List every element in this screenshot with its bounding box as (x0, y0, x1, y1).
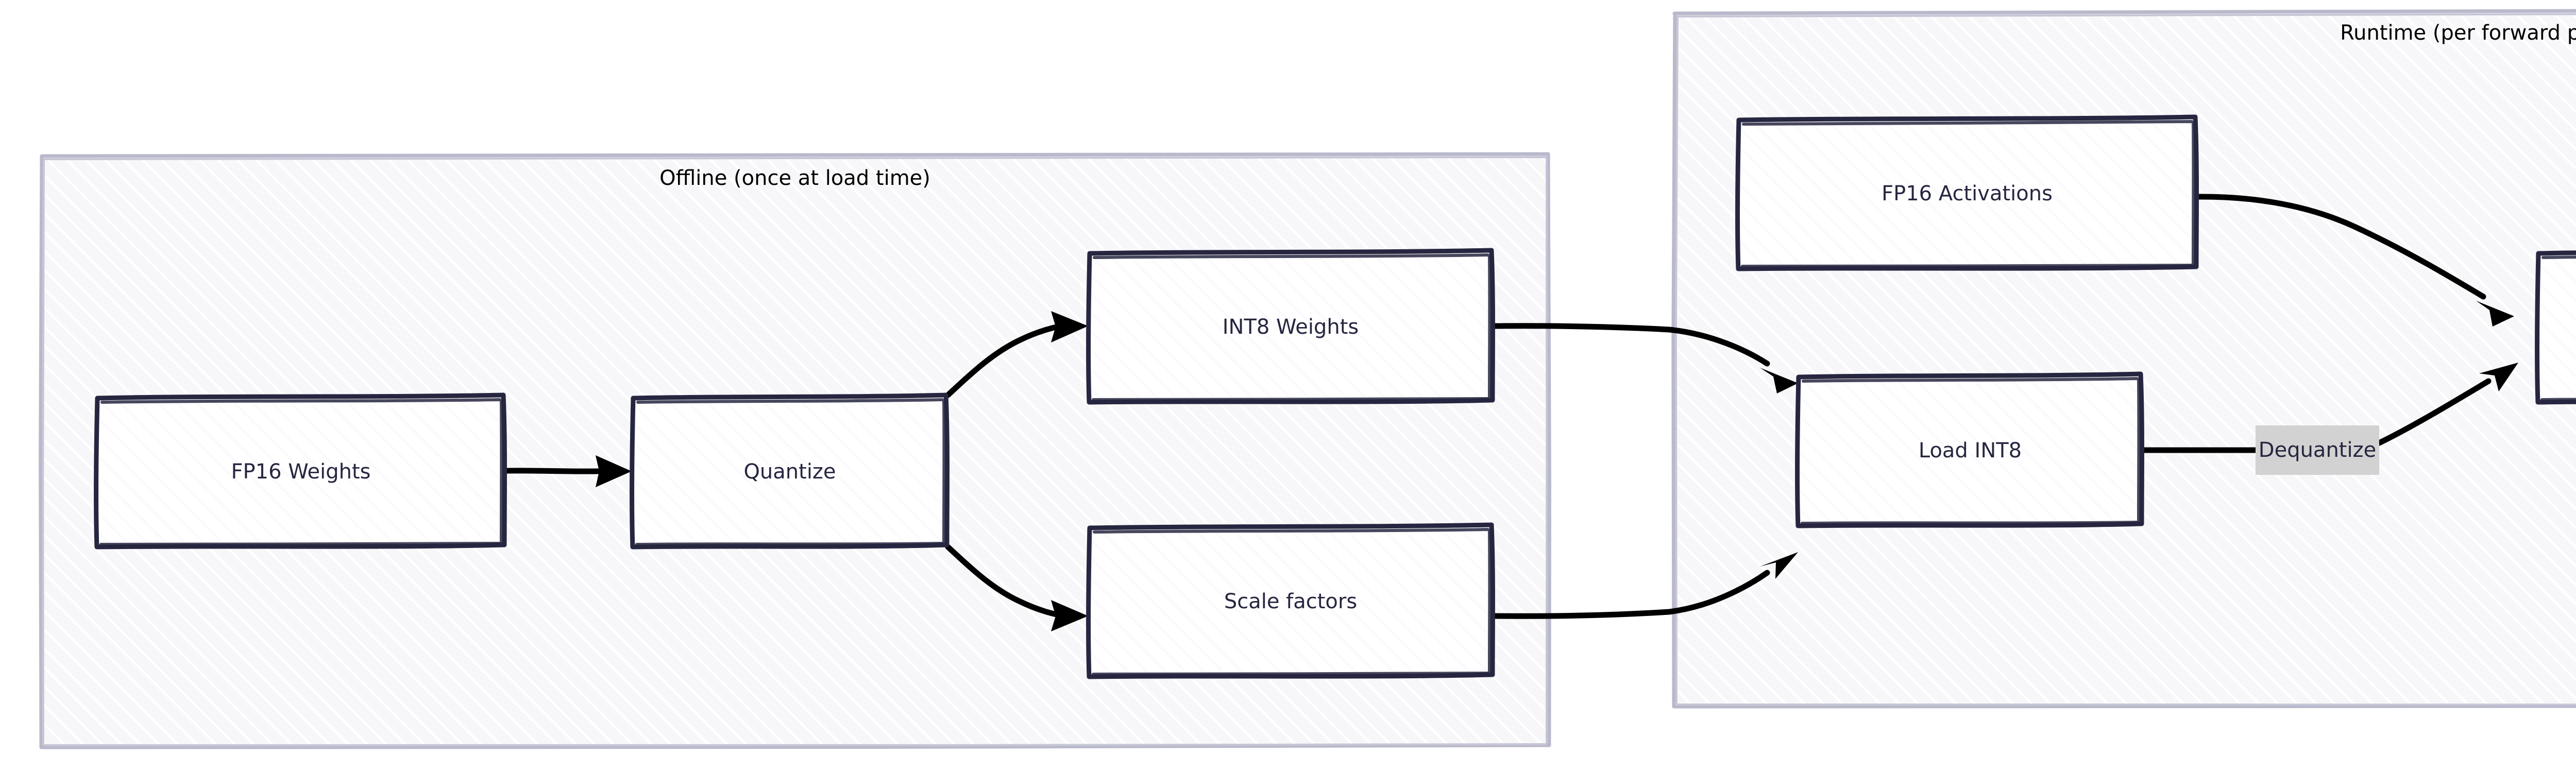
edge-load-int8-to-matmul (2139, 363, 2518, 453)
node-fp16-weights[interactable]: FP16 Weights (93, 392, 507, 550)
node-fp16-activations[interactable]: FP16 Activations (1735, 114, 2199, 271)
edge-fp16-weights-to-quantize (502, 455, 632, 487)
node-matmul[interactable]: Matmul (2534, 250, 2576, 405)
node-label-int8-weights: INT8 Weights (1223, 315, 1359, 339)
cluster-runtime: Runtime (per forward pass) (1671, 9, 2576, 709)
node-label-quantize: Quantize (743, 460, 836, 484)
edge-fp16-activations-to-matmul (2194, 194, 2514, 327)
node-int8-weights[interactable]: INT8 Weights (1086, 248, 1495, 405)
node-label-fp16-weights: FP16 Weights (231, 460, 371, 484)
node-label-load-int8: Load INT8 (1919, 439, 2022, 462)
node-load-int8[interactable]: Load INT8 (1794, 371, 2144, 528)
node-label-fp16-activations: FP16 Activations (1882, 182, 2053, 205)
edge-quantize-to-scale-factors (945, 544, 1088, 631)
node-quantize[interactable]: Quantize (629, 392, 950, 550)
cluster-title-offline: Offline (once at load time) (659, 166, 930, 190)
node-label-scale-factors: Scale factors (1224, 590, 1357, 613)
edge-label-dequantize: Dequantize (2256, 425, 2379, 475)
edge-label-dequantize-text: Dequantize (2259, 438, 2376, 462)
node-scale-factors[interactable]: Scale factors (1086, 522, 1495, 679)
cluster-title-runtime: Runtime (per forward pass) (2340, 21, 2576, 45)
edge-scale-factors-to-load-int8 (1490, 552, 1798, 619)
edge-int8-weights-to-load-int8 (1490, 323, 1798, 393)
edge-quantize-to-int8-weights (945, 311, 1088, 398)
